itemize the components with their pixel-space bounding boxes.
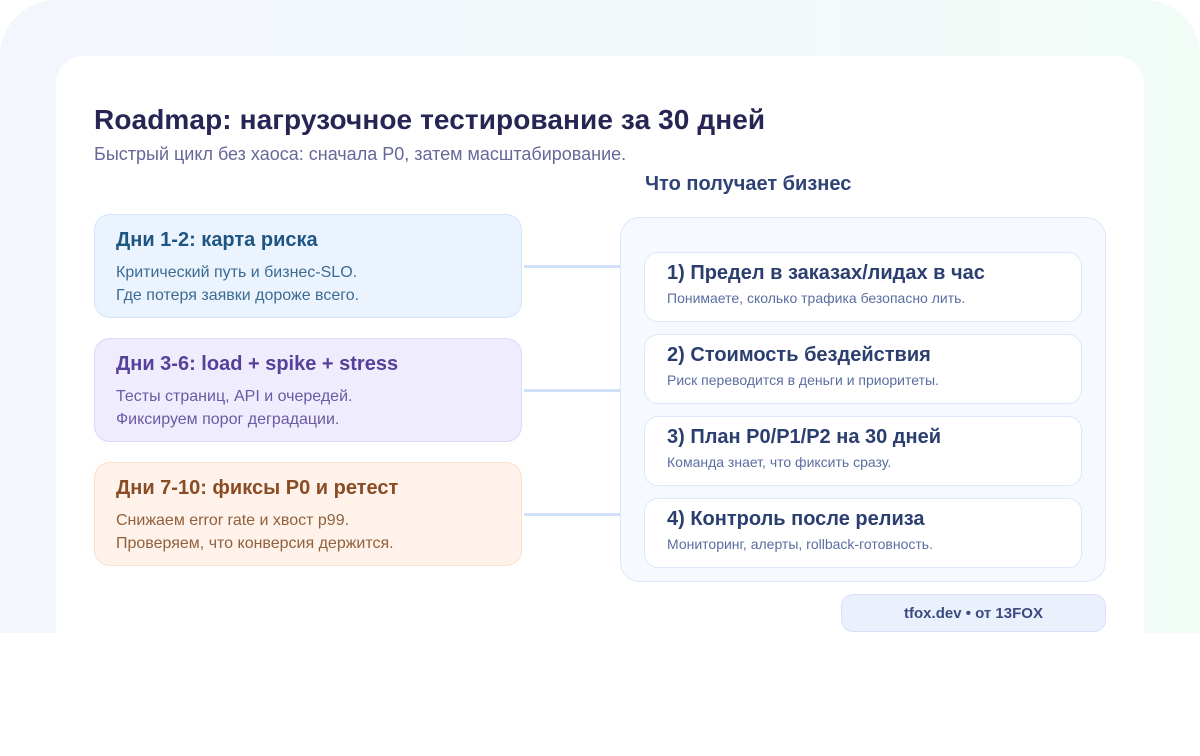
roadmap-step-1: Дни 1-2: карта риска Критический путь и …	[94, 214, 522, 318]
business-item-2: 2) Стоимость бездействия Риск переводитс…	[644, 334, 1082, 404]
business-item-desc: Команда знает, что фиксить сразу.	[667, 454, 892, 470]
business-item-title: 3) План P0/P1/P2 на 30 дней	[667, 426, 941, 448]
roadmap-step-3: Дни 7-10: фиксы P0 и ретест Снижаем erro…	[94, 462, 522, 566]
brand-badge: tfox.dev • от 13FOX	[841, 594, 1106, 632]
business-item-3: 3) План P0/P1/P2 на 30 дней Команда знае…	[644, 416, 1082, 486]
business-item-desc: Риск переводится в деньги и приоритеты.	[667, 372, 939, 388]
step-line: Фиксируем порог деградации.	[116, 411, 340, 428]
page-subtitle: Быстрый цикл без хаоса: сначала P0, зате…	[94, 144, 627, 164]
step-line: Тесты страниц, API и очередей.	[116, 388, 353, 405]
connector-line-3	[524, 513, 620, 516]
roadmap-step-2: Дни 3-6: load + spike + stress Тесты стр…	[94, 338, 522, 442]
page-title: Roadmap: нагрузочное тестирование за 30 …	[94, 104, 766, 135]
business-heading: Что получает бизнес	[645, 173, 852, 195]
step-line: Снижаем error rate и хвост p99.	[116, 512, 350, 529]
business-item-4: 4) Контроль после релиза Мониторинг, але…	[644, 498, 1082, 568]
connector-line-2	[524, 389, 620, 392]
business-item-desc: Понимаете, сколько трафика безопасно лит…	[667, 290, 966, 306]
step-line: Где потеря заявки дороже всего.	[116, 287, 360, 304]
business-item-1: 1) Предел в заказах/лидах в час Понимает…	[644, 252, 1082, 322]
business-item-desc: Мониторинг, алерты, rollback-готовность.	[667, 536, 933, 552]
step-title: Дни 1-2: карта риска	[116, 229, 318, 251]
business-item-title: 4) Контроль после релиза	[667, 508, 925, 530]
step-title: Дни 3-6: load + spike + stress	[116, 353, 399, 375]
business-item-title: 1) Предел в заказах/лидах в час	[667, 262, 985, 284]
step-title: Дни 7-10: фиксы P0 и ретест	[116, 477, 399, 499]
connector-line-1	[524, 265, 620, 268]
step-line: Критический путь и бизнес-SLO.	[116, 264, 358, 281]
business-item-title: 2) Стоимость бездействия	[667, 344, 931, 366]
step-line: Проверяем, что конверсия держится.	[116, 535, 394, 552]
